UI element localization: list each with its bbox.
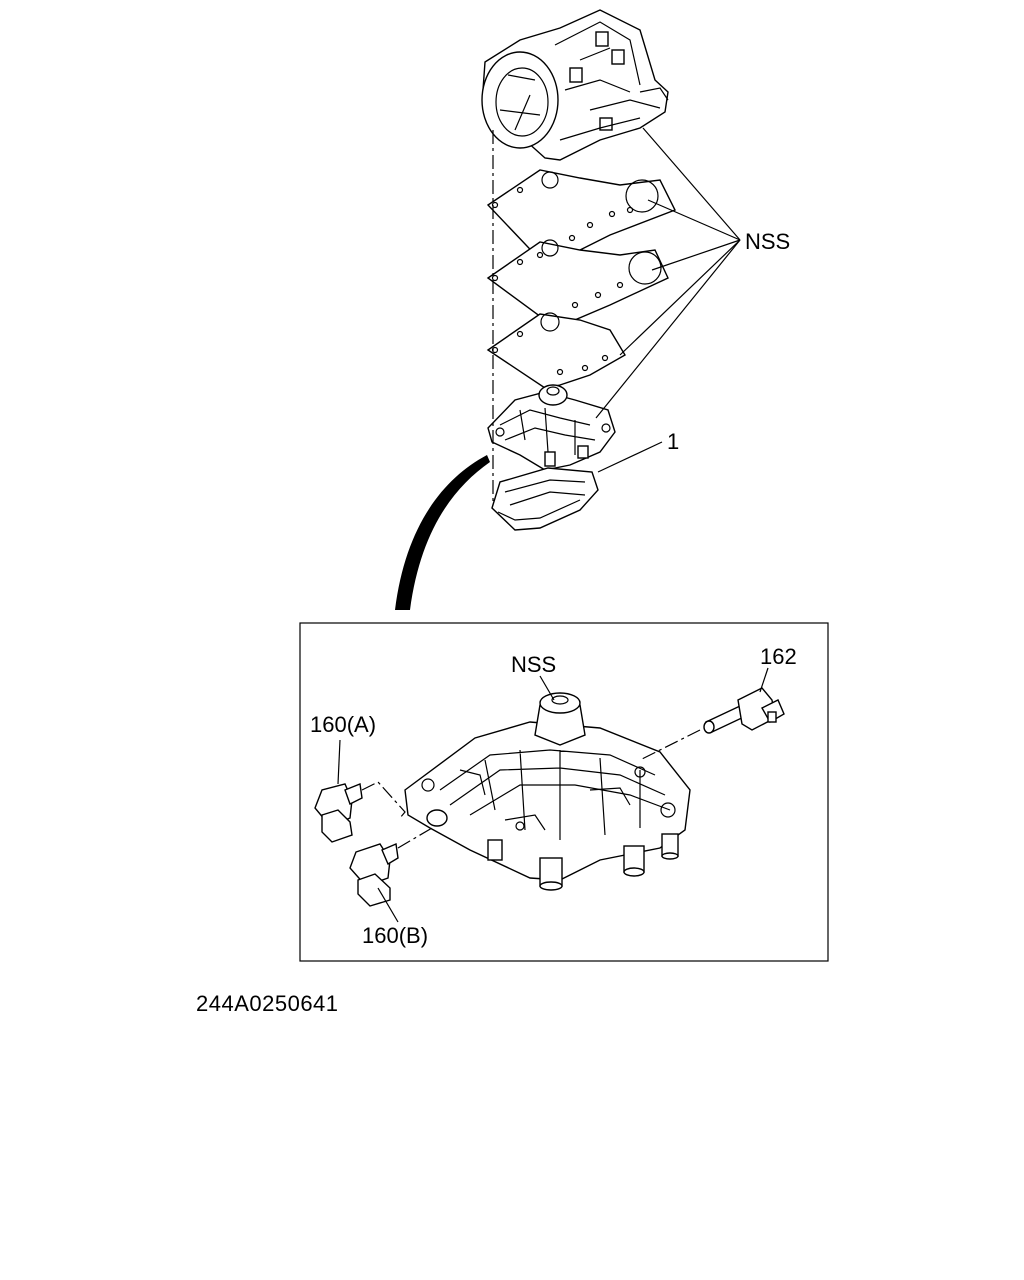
- part-1-leader: [597, 441, 663, 473]
- gasket-lower: [486, 312, 626, 389]
- nss-detail-leader: [539, 675, 555, 701]
- valve-body-detail: [404, 692, 691, 891]
- solenoid-160b-axis: [397, 827, 433, 849]
- detail-arrow: [395, 455, 490, 610]
- nss-label-detail: NSS: [511, 652, 556, 677]
- solenoid-162-axis: [639, 729, 701, 761]
- part-160b-label: 160(B): [362, 923, 428, 948]
- gasket-middle: [486, 239, 669, 323]
- part-160b-leader: [377, 887, 399, 923]
- oil-strainer: [491, 467, 599, 531]
- part-160a-leader: [337, 739, 341, 785]
- figure-code: 244A0250641: [196, 991, 339, 1016]
- nss-leader-lines: [595, 127, 741, 419]
- part-162-leader: [759, 667, 769, 693]
- part-1-label: 1: [667, 429, 679, 454]
- solenoid-160b: [349, 842, 399, 907]
- solenoid-162: [703, 687, 785, 734]
- detail-frame: [299, 622, 829, 962]
- solenoid-160a: [314, 783, 363, 843]
- part-160a-label: 160(A): [310, 712, 376, 737]
- nss-label-top: NSS: [745, 229, 790, 254]
- transmission-case: [481, 9, 669, 161]
- valve-body-small: [487, 384, 616, 471]
- part-162-label: 162: [760, 644, 797, 669]
- solenoid-160a-axis: [361, 781, 406, 819]
